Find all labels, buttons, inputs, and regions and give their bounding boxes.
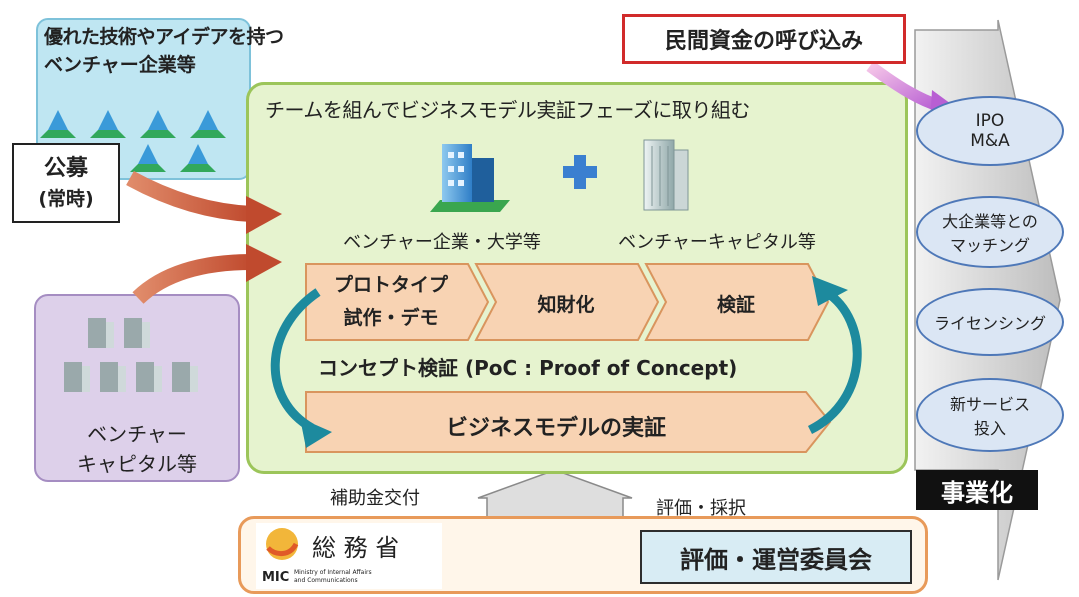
office-tower-icon bbox=[64, 362, 90, 392]
inflow-arrow-top-head bbox=[246, 196, 282, 234]
evaluation-label: 評価・採択 bbox=[656, 498, 746, 519]
step-verification-shape bbox=[644, 263, 830, 341]
outcome-ipo-line1: IPO bbox=[975, 111, 1005, 131]
building-icon bbox=[180, 144, 216, 172]
office-tower-icon bbox=[643, 139, 689, 211]
ministry-en-line1: Ministry of Internal Affairs bbox=[294, 569, 372, 576]
office-tower-icon bbox=[136, 362, 162, 392]
cycle-arrow-left-head bbox=[300, 418, 332, 448]
office-tower-icon bbox=[88, 318, 114, 348]
step-1-label-line2: 試作・デモ bbox=[343, 307, 439, 329]
inflow-arrow-bottom bbox=[132, 254, 253, 304]
venture-buildings-group bbox=[40, 110, 226, 172]
left-org-label: ベンチャー企業・大学等 bbox=[343, 232, 541, 253]
outcome-ipo: IPO M&A bbox=[916, 96, 1064, 166]
business-model-label: ビジネスモデルの実証 bbox=[445, 416, 666, 441]
outcome-new-service: 新サービス 投入 bbox=[916, 378, 1064, 452]
vc-towers-group bbox=[64, 318, 198, 392]
outcome-licensing-label: ライセンシング bbox=[933, 314, 1046, 333]
step-ip-shape bbox=[474, 263, 660, 341]
recruitment-sub-label: (常時) bbox=[38, 188, 94, 210]
building-icon bbox=[40, 110, 76, 138]
step-3-label: 検証 bbox=[716, 294, 755, 316]
ministry-en-line2: and Communications bbox=[294, 577, 358, 584]
office-tower-icon bbox=[124, 318, 150, 348]
step-prototype-shape bbox=[305, 263, 490, 341]
building-icon bbox=[130, 144, 166, 172]
cycle-arrow-right-head bbox=[812, 276, 848, 306]
venture-box-title-line2: ベンチャー企業等 bbox=[44, 54, 196, 76]
subsidy-label: 補助金交付 bbox=[330, 488, 420, 509]
outcome-matching-line2: マッチング bbox=[949, 236, 1030, 255]
main-panel-icons bbox=[430, 139, 689, 212]
recruitment-box bbox=[12, 143, 120, 223]
funding-arrow bbox=[866, 61, 942, 112]
step-1-label-line1: プロトタイプ bbox=[333, 274, 448, 296]
cycle-arrow-left bbox=[270, 288, 321, 432]
mic-logo-icon bbox=[266, 528, 299, 560]
commercialization-label: 事業化 bbox=[916, 470, 1038, 510]
venture-box-title-line1: 優れた技術やアイデアを持つ bbox=[44, 26, 284, 48]
vc-label-line2: キャピタル等 bbox=[77, 452, 197, 476]
main-panel-title: チームを組んでビジネスモデル実証フェーズに取り組む bbox=[265, 98, 750, 122]
recruitment-label: 公募 bbox=[43, 156, 88, 181]
outcome-ipo-line2: M&A bbox=[970, 131, 1010, 151]
office-tower-icon bbox=[172, 362, 198, 392]
private-funding-box: 民間資金の呼び込み bbox=[622, 14, 906, 64]
outcome-matching-line1: 大企業等との bbox=[942, 212, 1038, 231]
office-tower-icon bbox=[100, 362, 126, 392]
outcome-new-service-line1: 新サービス bbox=[949, 395, 1030, 414]
plus-icon bbox=[563, 155, 597, 189]
outcome-matching: 大企業等との マッチング bbox=[916, 196, 1064, 268]
poc-label: コンセプト検証 (PoC : Proof of Concept) bbox=[318, 356, 738, 380]
ministry-name: 総 務 省 bbox=[312, 534, 400, 562]
outcome-licensing: ライセンシング bbox=[916, 288, 1064, 356]
building-icon bbox=[90, 110, 126, 138]
right-org-label: ベンチャーキャピタル等 bbox=[618, 232, 816, 253]
building-icon bbox=[190, 110, 226, 138]
step-2-label: 知財化 bbox=[537, 294, 595, 316]
building-icon bbox=[430, 144, 510, 212]
vc-label-line1: ベンチャー bbox=[87, 422, 187, 446]
cycle-arrow-right bbox=[807, 288, 862, 435]
mic-abbrev: MIC bbox=[262, 570, 290, 585]
building-icon bbox=[140, 110, 176, 138]
outcome-new-service-line2: 投入 bbox=[973, 419, 1006, 438]
committee-box: 評価・運営委員会 bbox=[640, 530, 912, 584]
inflow-arrow-bottom-head bbox=[246, 244, 282, 282]
poc-steps bbox=[305, 263, 830, 341]
inflow-arrow-top bbox=[126, 170, 253, 222]
